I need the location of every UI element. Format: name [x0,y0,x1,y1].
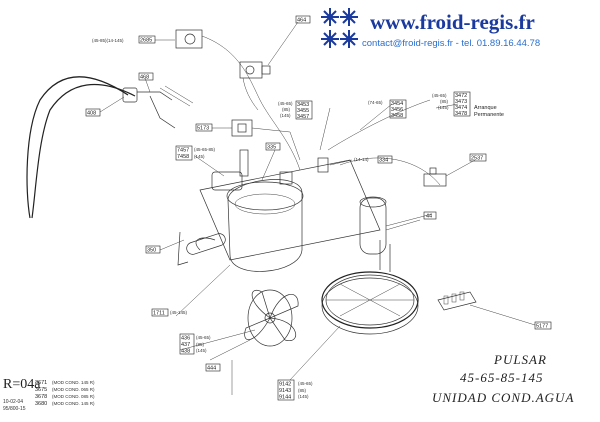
label-3675: 3675 [35,387,47,393]
label-9142: 9142 [279,382,291,388]
model-name: PULSAR [494,352,547,367]
label-3472: 3472 [455,93,467,99]
label-444: 444 [207,366,216,372]
condenser-coil-drawing [321,240,419,335]
label-2685-note: (45-85)(14-145) [92,38,124,43]
label-3680: 3680 [35,401,47,407]
label-7457: 7457 [177,148,189,154]
sensor-cable-drawing [26,76,194,219]
switch-drawing [423,167,447,187]
label-9144-note: (145) [298,394,309,399]
label-436-note: (45-65) [196,335,211,340]
label-3454-note: (74-65) [368,100,383,105]
label-3457-note: (145) [280,113,291,118]
label-3472-note: (45-65) [432,93,447,98]
label-3455-note: (85) [282,107,291,112]
reference-sheet: 95/800-15 [3,406,26,412]
label-3678-note: (MOD COND. 085 R) [52,394,95,399]
label-436: 436 [181,336,190,342]
label-7458-note: (145) [194,154,205,159]
label-5173: 5173 [197,126,209,132]
label-3671: 3671 [35,380,47,386]
label-3453: 3453 [297,102,309,108]
label-335: 335 [267,145,276,151]
fan-drawing [244,289,299,347]
label-437: 437 [181,342,190,348]
label-3457: 3457 [297,114,309,120]
label-2537: 2537 [471,156,483,162]
label-1711-note: (45-145) [170,310,188,315]
model-sizes: 45-65-85-145 [460,370,544,385]
terminal-block-drawing [437,291,536,326]
leader-lines [99,21,476,395]
label-9143: 9143 [279,388,291,394]
label-44: 44 [426,214,432,220]
unit-type: UNIDAD COND.AGUA [432,390,575,405]
label-7457-note: (45-65-85) [194,147,216,152]
label-3474: 3474 [455,105,467,111]
label-3474-note: (145) [438,105,449,110]
label-3473-note: (85) [440,99,449,104]
snowflake-icon [318,6,362,52]
label-3675-note: (MOD COND. 065 R) [52,387,95,392]
label-438-note: (145) [196,348,207,353]
label-arranque: Arranque [474,105,497,111]
label-1711: 1711 [153,311,165,317]
label-3478: 3478 [455,111,467,117]
label-9144: 9144 [279,395,291,401]
capacitor-wiring-drawing [317,99,441,186]
label-334: 334 [379,158,388,164]
website-link[interactable]: www.froid-regis.fr [370,10,535,34]
label-3671-note: (MOD COND. 145 R) [52,380,95,385]
label-3455: 3455 [297,108,309,114]
label-9143-note: (85) [298,388,307,393]
label-437-note: (85) [196,342,205,347]
valve-drawing [239,61,271,111]
label-permanente: Permanente [474,112,504,118]
label-5177: 5177 [536,324,548,330]
compressor-drawing [195,149,381,272]
label-9142-note: (45-65) [298,381,313,386]
label-408: 408 [87,111,96,117]
label-350: 350 [147,248,156,254]
label-468: 468 [140,75,149,81]
label-3453-note: (45-65) [278,101,293,106]
label-7458: 7458 [177,154,189,160]
label-3454: 3454 [391,101,403,107]
tube-drawing [177,231,226,266]
part-labels: (45-85)(14-145) 2685 464 468 408 5173 (4… [35,15,552,407]
relay-drawing [231,119,301,161]
label-464: 464 [297,18,306,24]
label-334-note: (14-14) [354,157,369,162]
label-3456: 3456 [391,107,403,113]
label-3473: 3473 [455,99,467,105]
label-3458: 3458 [391,113,403,119]
label-2685: 2685 [140,38,152,44]
label-438: 438 [181,349,190,355]
label-3680-note: (MOD COND. 145 R) [52,401,95,406]
reference-code: R=04a [3,377,41,392]
contact-info: contact@froid-regis.fr - tel. 01.89.16.4… [362,38,541,49]
reference-date: 10-02-04 [3,399,24,405]
label-3678: 3678 [35,394,47,400]
thermostat-drawing [175,29,301,171]
